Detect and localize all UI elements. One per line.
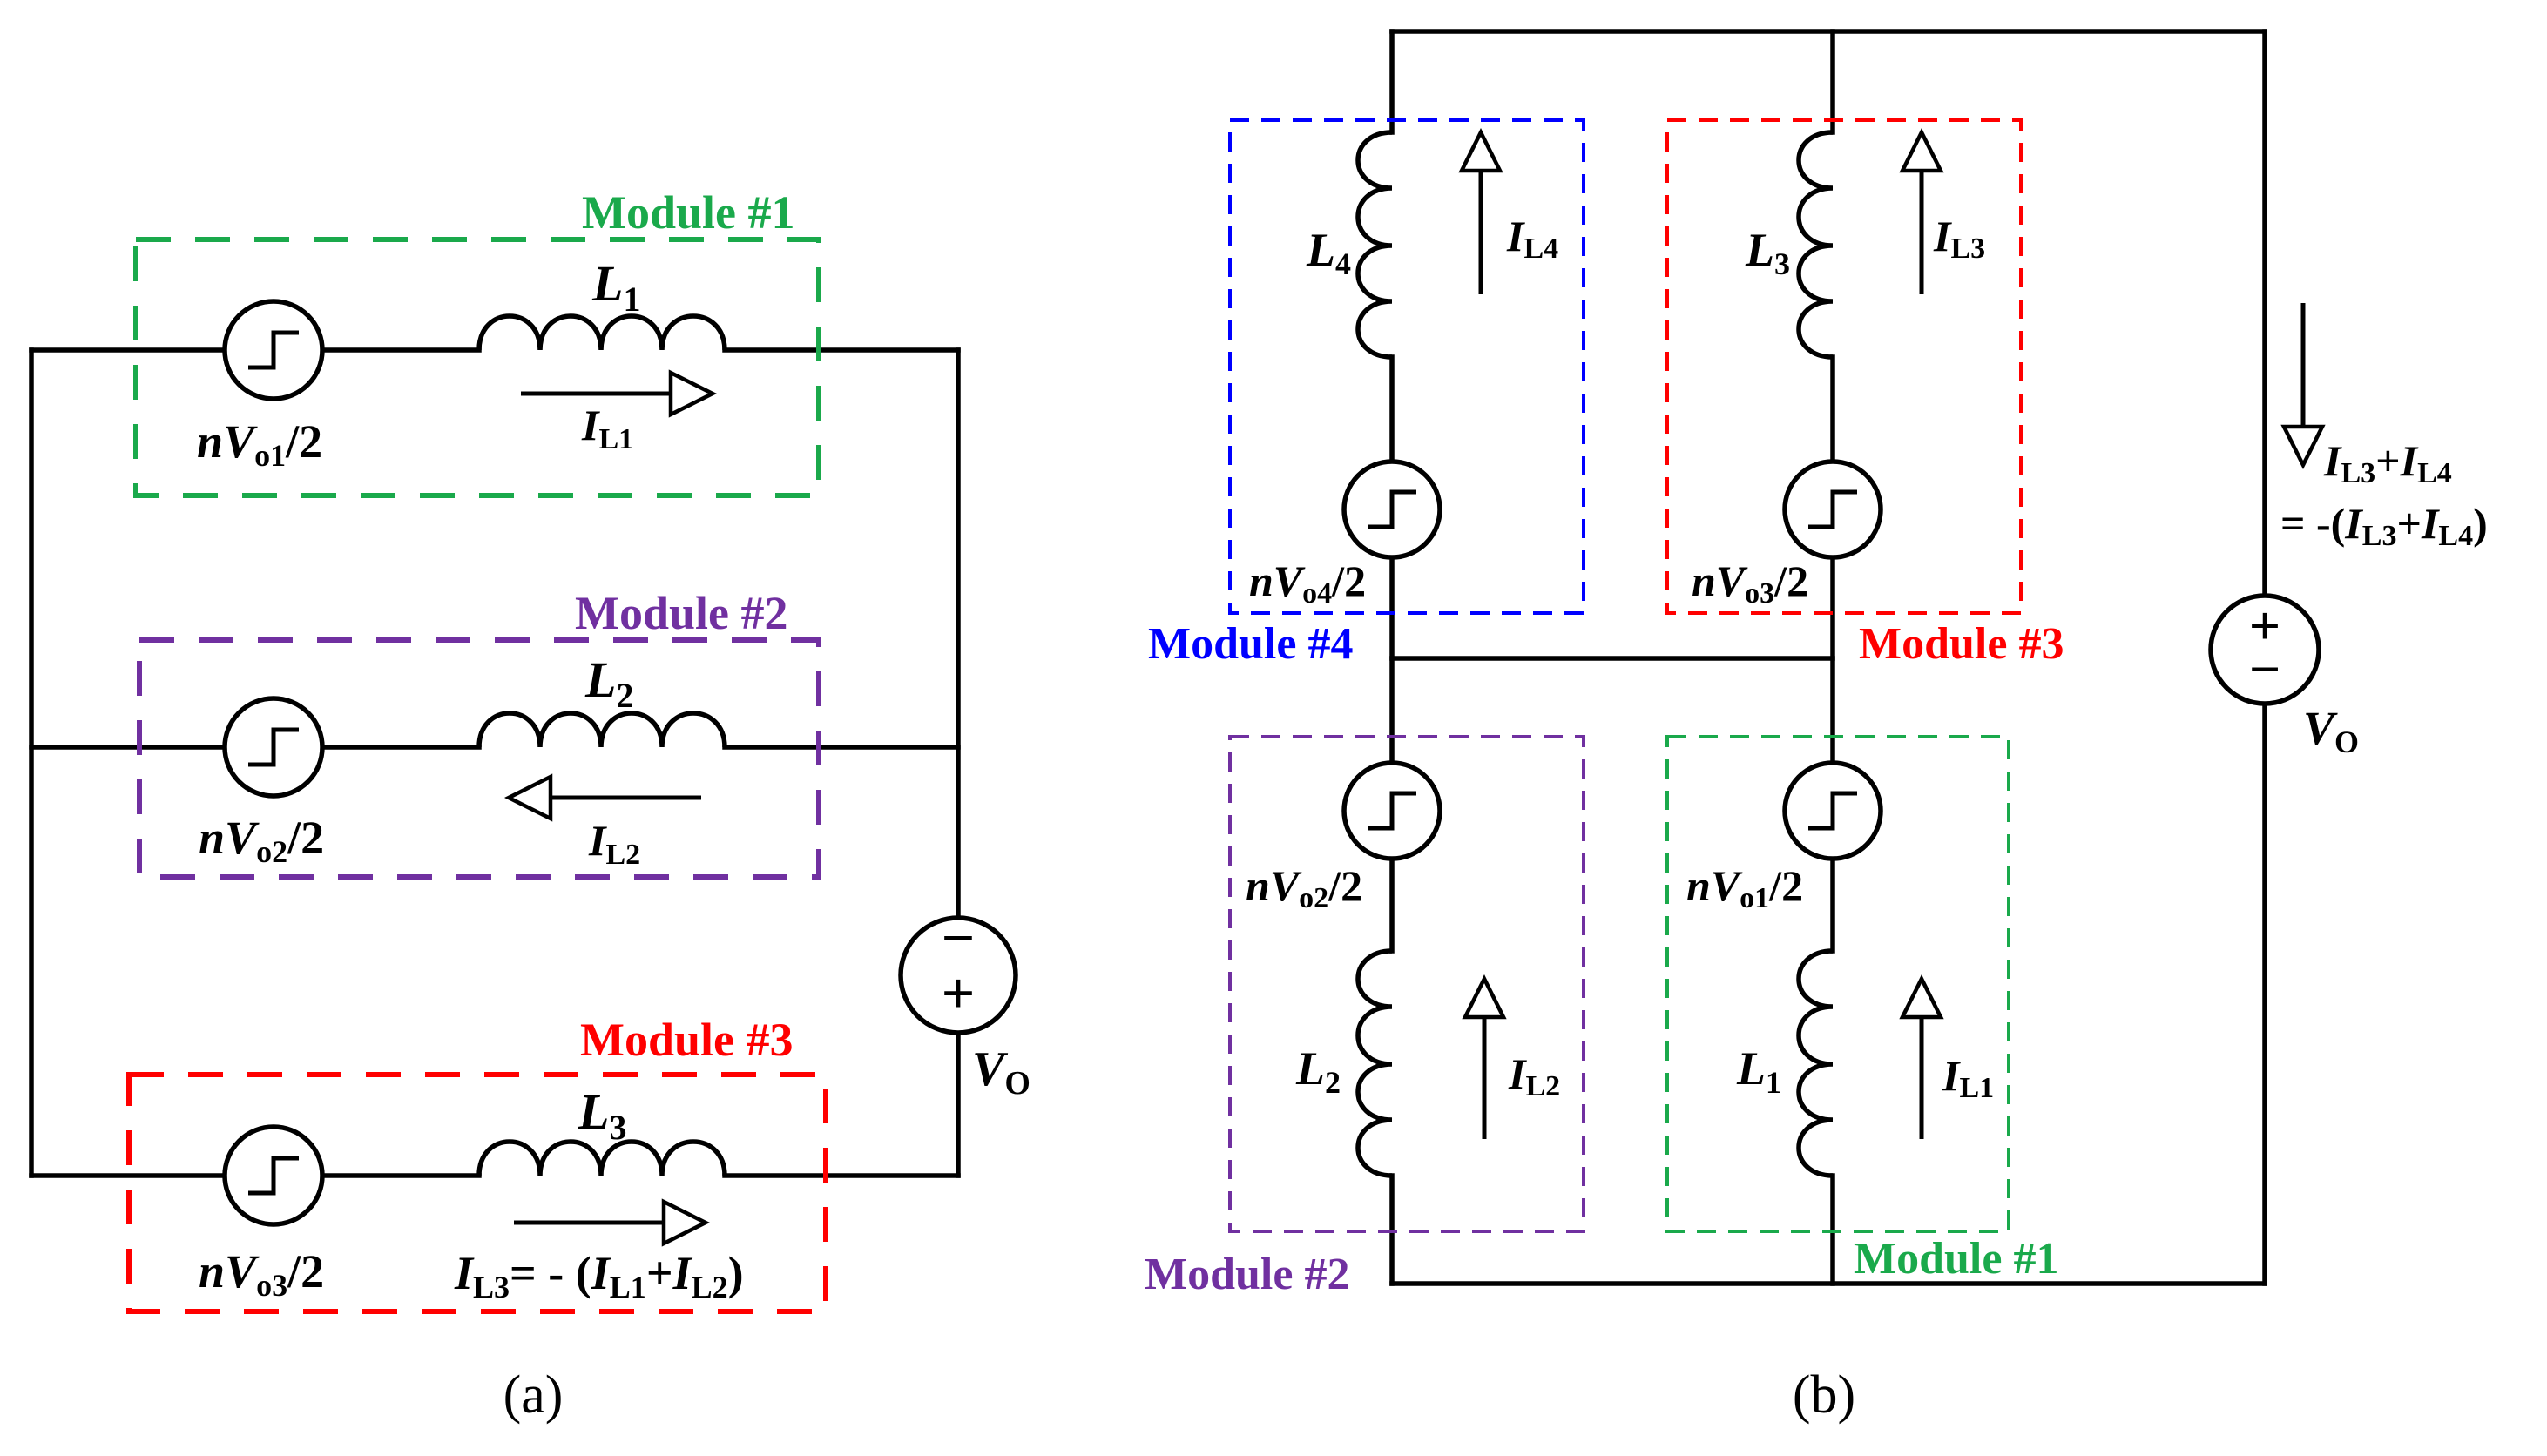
ac-source-3-b — [1782, 459, 1883, 560]
inductor-l3 — [476, 1139, 727, 1176]
panel-a: Module #1 L1 IL1 nVo1/2 Module #2 L2 — [29, 186, 1030, 1425]
inductor-l1-b — [1796, 948, 1834, 1178]
module-4-title: Module #4 — [1148, 619, 1353, 669]
panel-a-dc-source: − + VO — [898, 905, 1030, 1102]
module-1-title-b: Module #1 — [1854, 1234, 2058, 1284]
current-arrow-il1 — [521, 369, 718, 418]
output-voltage-label: VO — [972, 1042, 1030, 1102]
panel-a-module-1: Module #1 L1 IL1 nVo1/2 — [133, 186, 821, 498]
current-label-il2: IL2 — [588, 816, 640, 871]
module-2-title-b: Module #2 — [1145, 1250, 1349, 1299]
inductor-label-l2-b: L2 — [1295, 1042, 1341, 1100]
panel-a-module-3: Module #3 L3 IL3= - (IL1+IL2) nVo3/2 — [126, 1014, 828, 1314]
current-label-il3-expression: IL3= - (IL1+IL2) — [454, 1247, 744, 1304]
inductor-l2 — [476, 711, 727, 748]
current-arrow-il3 — [514, 1198, 711, 1247]
source-label-vo3: nVo3/2 — [199, 1245, 324, 1303]
panel-a-module-2: Module #2 L2 IL2 nVo2/2 — [137, 587, 821, 880]
current-arrow-il1-b — [1899, 974, 1944, 1139]
module-2-title: Module #2 — [575, 587, 788, 639]
caption-b: (b) — [1793, 1365, 1855, 1425]
source-label-vo3-b: nVo3/2 — [1692, 556, 1808, 610]
source-label-vo2: nVo2/2 — [199, 812, 324, 869]
current-label-il1-b: IL1 — [1942, 1051, 1994, 1104]
inductor-label-l4: L4 — [1306, 224, 1351, 281]
module-1-title: Module #1 — [582, 186, 795, 239]
current-label-il4: IL4 — [1506, 212, 1558, 265]
minus-sign-b: − — [2249, 638, 2280, 700]
sum-current-label-line1: IL3+IL4 — [2323, 436, 2452, 489]
source-label-vo2-b: nVo2/2 — [1246, 861, 1362, 914]
inductor-label-l2: L2 — [584, 651, 633, 715]
ac-source-2-b — [1341, 760, 1442, 861]
panel-b: L4 IL4 nVo4/2 Module #4 L3 IL3 — [1145, 29, 2488, 1425]
ac-source-1 — [222, 299, 325, 401]
inductor-label-l1-b: L1 — [1736, 1042, 1781, 1100]
ac-source-2 — [222, 696, 325, 799]
panel-a-wiring — [29, 347, 961, 1178]
plus-sign-b: + — [2249, 595, 2280, 657]
ac-source-1-b — [1782, 760, 1883, 861]
source-label-vo1: nVo1/2 — [197, 415, 322, 473]
caption-a: (a) — [503, 1365, 564, 1425]
inductor-label-l3: L3 — [578, 1083, 626, 1147]
current-arrow-il3-b — [1899, 127, 1944, 294]
sum-current-label-line2: = -(IL3+IL4) — [2280, 499, 2488, 552]
inductor-label-l3-b: L3 — [1745, 224, 1790, 281]
source-label-vo1-b: nVo1/2 — [1686, 861, 1803, 914]
panel-b-module-2: nVo2/2 L2 IL2 Module #2 — [1145, 735, 1585, 1299]
output-voltage-label-b: VO — [2303, 702, 2359, 759]
current-arrow-il4 — [1458, 127, 1503, 294]
inductor-l3-b — [1796, 130, 1834, 360]
panel-b-dc-source: + − VO — [2208, 593, 2359, 759]
inductor-l2-b — [1355, 948, 1393, 1178]
inductor-label-l1: L1 — [591, 255, 640, 319]
ac-source-4 — [1341, 459, 1442, 560]
inductor-l1 — [476, 313, 727, 351]
module-3-title-b: Module #3 — [1859, 619, 2064, 669]
current-arrow-il2-b — [1462, 974, 1507, 1139]
sum-current-arrow — [2280, 303, 2326, 470]
panel-b-module-1: nVo1/2 L1 IL1 Module #1 — [1665, 735, 2058, 1284]
inductor-l4 — [1355, 130, 1393, 360]
source-label-vo4: nVo4/2 — [1249, 556, 1366, 610]
current-arrow-il2 — [503, 773, 701, 822]
current-label-il1: IL1 — [581, 401, 633, 455]
minus-sign: − — [942, 905, 976, 971]
panel-b-module-3: L3 IL3 nVo3/2 Module #3 — [1665, 118, 2064, 669]
ac-source-3 — [222, 1124, 325, 1227]
panel-b-module-4: L4 IL4 nVo4/2 Module #4 — [1148, 118, 1585, 669]
current-label-il3-b: IL3 — [1933, 212, 1985, 265]
current-label-il2-b: IL2 — [1508, 1049, 1560, 1102]
plus-sign: + — [942, 960, 976, 1026]
module-3-title: Module #3 — [580, 1014, 794, 1066]
